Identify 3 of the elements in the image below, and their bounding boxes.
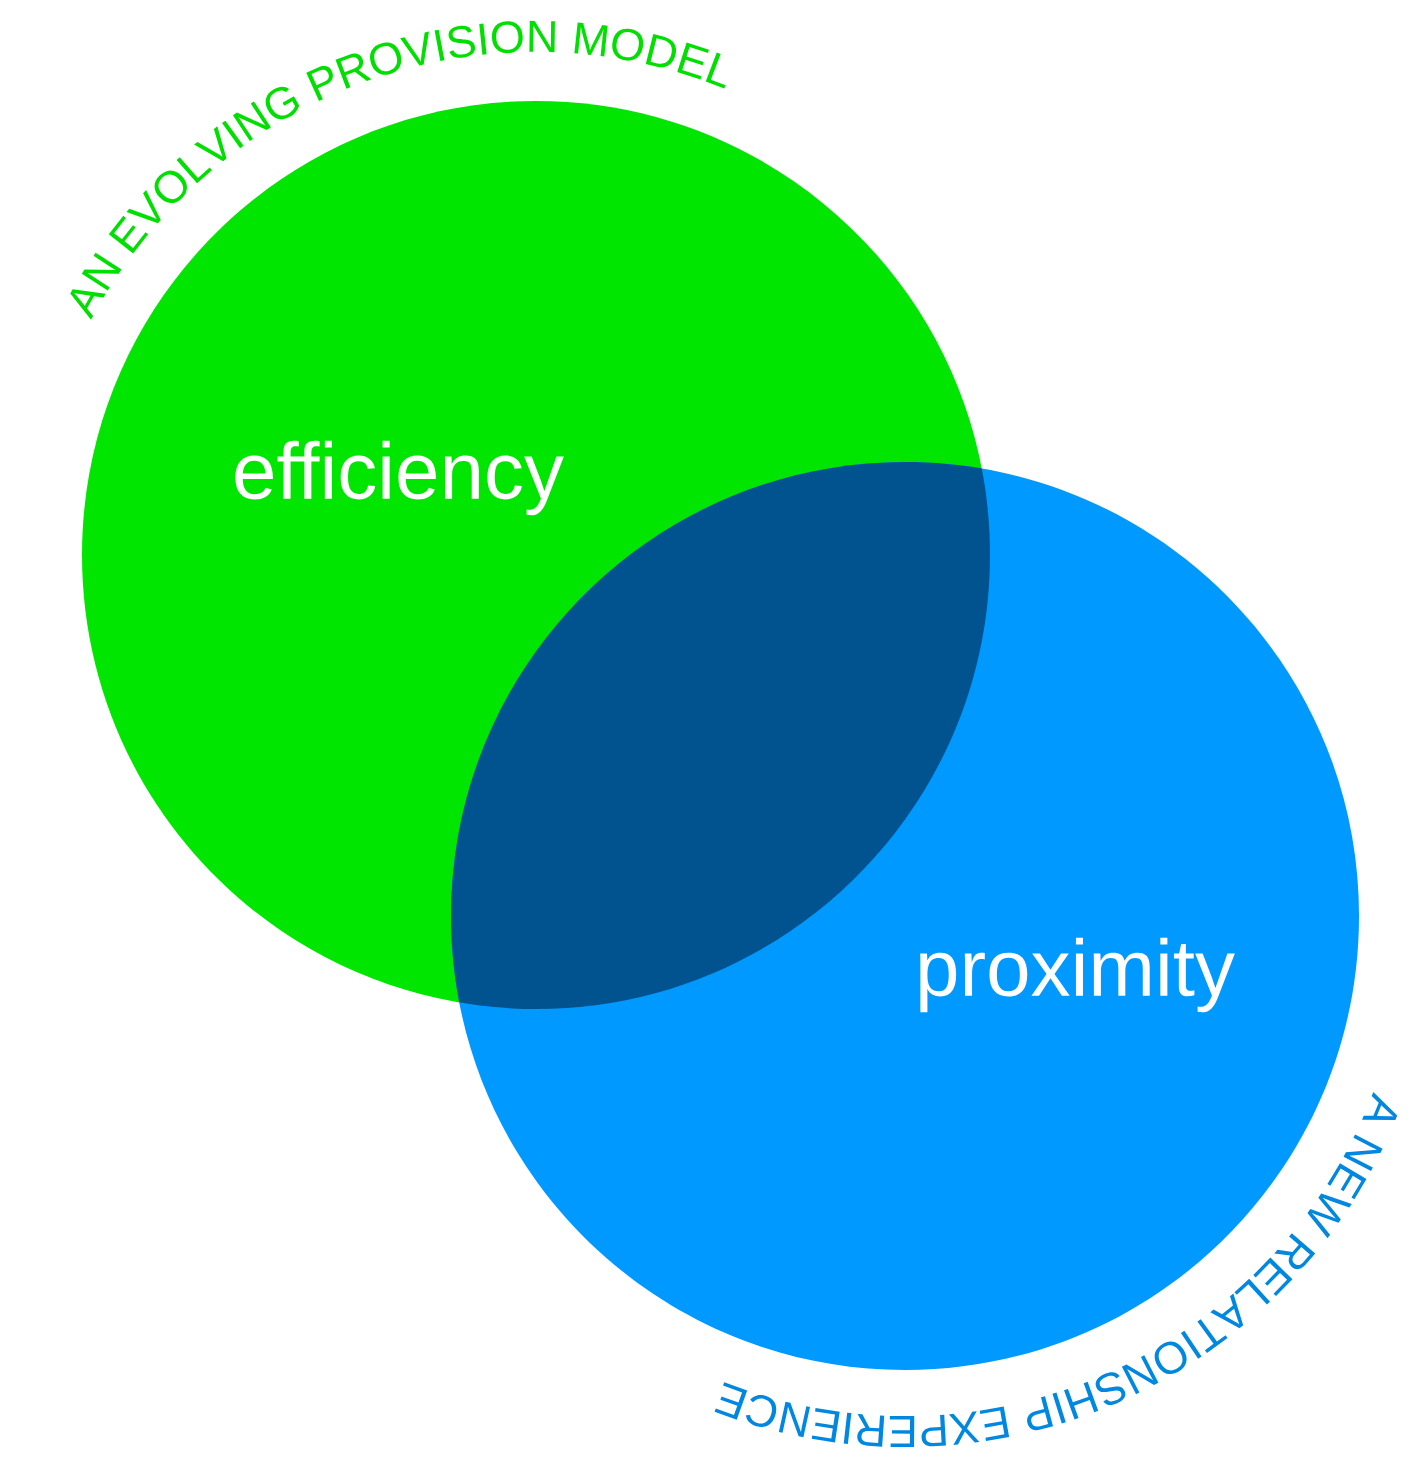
circle-label: efficiency bbox=[235, 440, 564, 516]
curved-heading: A NEW RELATIONSHIP EXPERIENCE bbox=[714, 1092, 1398, 1448]
circle-label: proximity bbox=[920, 937, 1235, 1013]
